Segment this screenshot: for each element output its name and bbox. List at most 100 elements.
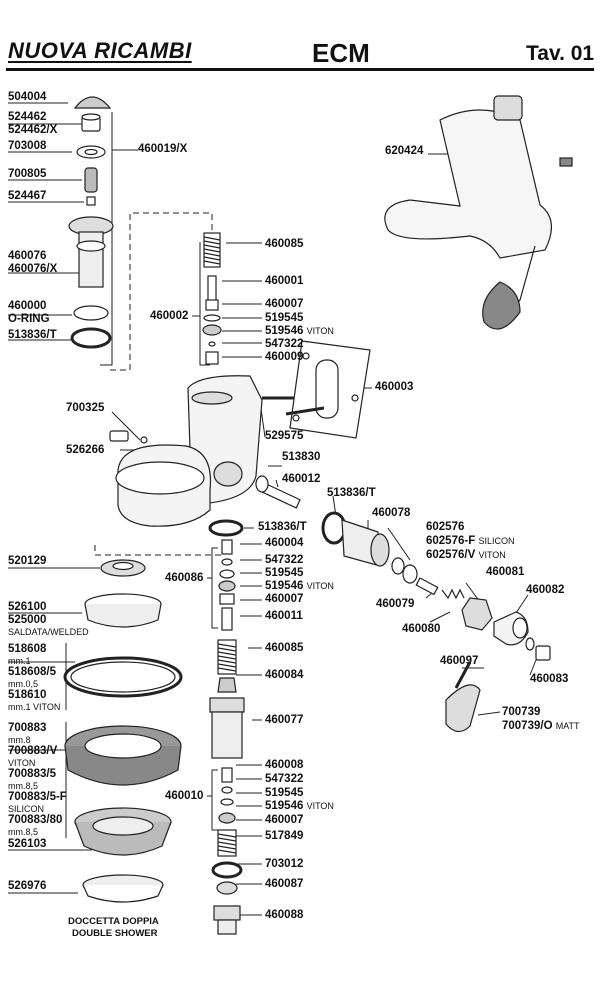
label-520129: 520129 (8, 555, 47, 567)
label-460077: 460077 (265, 714, 304, 726)
pin-460001 (207, 275, 217, 303)
spring-460085-bottom (217, 639, 237, 675)
label-602576v: 602576/V VITON (426, 549, 506, 561)
label-525000: 525000 (8, 614, 47, 626)
label-460000: 460000 (8, 300, 47, 312)
label-mm1-viton: mm.1 VITON (8, 702, 61, 712)
label-460010: 460010 (165, 790, 204, 802)
label-513836t-b: 513836/T (327, 487, 376, 499)
label-460007-c: 460007 (265, 814, 304, 826)
label-welded: SALDATA/WELDED (8, 627, 89, 637)
label-700883-5f: 700883/5-F (8, 791, 67, 803)
spring-517849 (217, 829, 237, 857)
bracket-460010 (211, 769, 218, 831)
label-460012: 460012 (282, 473, 321, 485)
label-700739o: 700739/O MATT (502, 720, 580, 732)
label-517849: 517849 (265, 830, 304, 842)
label-460079: 460079 (376, 598, 415, 610)
label-460078: 460078 (372, 507, 411, 519)
label-602576: 602576 (426, 521, 465, 533)
label-519545-b: 519545 (265, 567, 304, 579)
label-620424: 620424 (385, 145, 424, 157)
label-504004: 504004 (8, 91, 47, 103)
label-460085-a: 460085 (265, 238, 304, 250)
label-703012: 703012 (265, 858, 304, 870)
pin-460079 (415, 577, 439, 596)
spring-460080 (441, 588, 465, 600)
label-547322-c: 547322 (265, 773, 304, 785)
label-518610: 518610 (8, 689, 47, 701)
bracket-460002 (199, 242, 210, 366)
label-double-shower: DOUBLE SHOWER (72, 928, 158, 939)
label-viton2: VITON (8, 758, 36, 768)
label-529575: 529575 (265, 430, 304, 442)
part-460087 (216, 881, 238, 895)
label-524462x: 524462/X (8, 124, 58, 136)
label-700883-80: 700883/80 (8, 814, 63, 826)
label-460080: 460080 (402, 623, 441, 635)
label-524462: 524462 (8, 111, 47, 123)
label-460007-b: 460007 (265, 593, 304, 605)
label-460004: 460004 (265, 537, 304, 549)
nozzle-460088 (213, 905, 241, 921)
label-460003: 460003 (375, 381, 414, 393)
label-460082: 460082 (526, 584, 565, 596)
table-number: Tav. 01 (526, 42, 595, 65)
label-547322-a: 547322 (265, 338, 304, 350)
label-460076: 460076 (8, 250, 47, 262)
label-700805: 700805 (8, 168, 47, 180)
steam-valve-620424 (384, 109, 552, 259)
label-460076x: 460076/X (8, 263, 58, 275)
ring-513836t-b (321, 511, 347, 545)
pin-460097 (454, 661, 472, 689)
oring-460000 (73, 305, 109, 321)
label-doccetta: DOCCETTA DOPPIA (68, 916, 159, 927)
label-519546-c: 519546 VITON (265, 800, 334, 812)
spring-460085-top (203, 232, 221, 268)
gasket-513836t-c (208, 519, 244, 537)
label-460084: 460084 (265, 669, 304, 681)
label-513830: 513830 (282, 451, 321, 463)
label-mm05: mm.0,5 (8, 679, 39, 689)
label-460088: 460088 (265, 909, 304, 921)
label-519545-a: 519545 (265, 312, 304, 324)
label-526103: 526103 (8, 838, 47, 850)
part-460004 (221, 539, 233, 555)
nut-460081 (461, 597, 493, 631)
label-460081: 460081 (486, 566, 525, 578)
label-547322-b: 547322 (265, 554, 304, 566)
gasket-602576 (391, 557, 405, 575)
header-rule (6, 68, 594, 71)
screw-524467 (86, 196, 96, 206)
label-526100: 526100 (8, 601, 47, 613)
label-460086: 460086 (165, 572, 204, 584)
label-519545-c: 519545 (265, 787, 304, 799)
bracket-460086 (211, 547, 218, 629)
oring-703012 (211, 861, 243, 879)
part-460008 (221, 767, 233, 783)
brand-logo: NUOVA RICAMBI (8, 38, 192, 63)
label-oring: O-RING (8, 313, 50, 325)
cap-504004 (73, 96, 112, 109)
label-460019x: 460019/X (138, 143, 188, 155)
label-460009: 460009 (265, 351, 304, 363)
label-526976: 526976 (8, 880, 47, 892)
label-460001: 460001 (265, 275, 304, 287)
label-mm1: mm.1 (8, 656, 31, 666)
label-703008: 703008 (8, 140, 47, 152)
gasket-513836t (70, 327, 112, 349)
label-460008: 460008 (265, 759, 304, 771)
label-460011: 460011 (265, 610, 303, 622)
knob-620424 (482, 281, 521, 330)
label-700883v: 700883/V (8, 745, 58, 757)
label-460087: 460087 (265, 878, 304, 890)
part-460084 (217, 677, 237, 693)
label-602576f: 602576-F SILICON (426, 535, 515, 547)
label-460002: 460002 (150, 310, 189, 322)
label-460083: 460083 (530, 673, 569, 685)
handle-700739 (445, 684, 481, 733)
label-mm85b: mm.8,5 (8, 827, 39, 837)
label-mm85: mm.8,5 (8, 781, 39, 791)
